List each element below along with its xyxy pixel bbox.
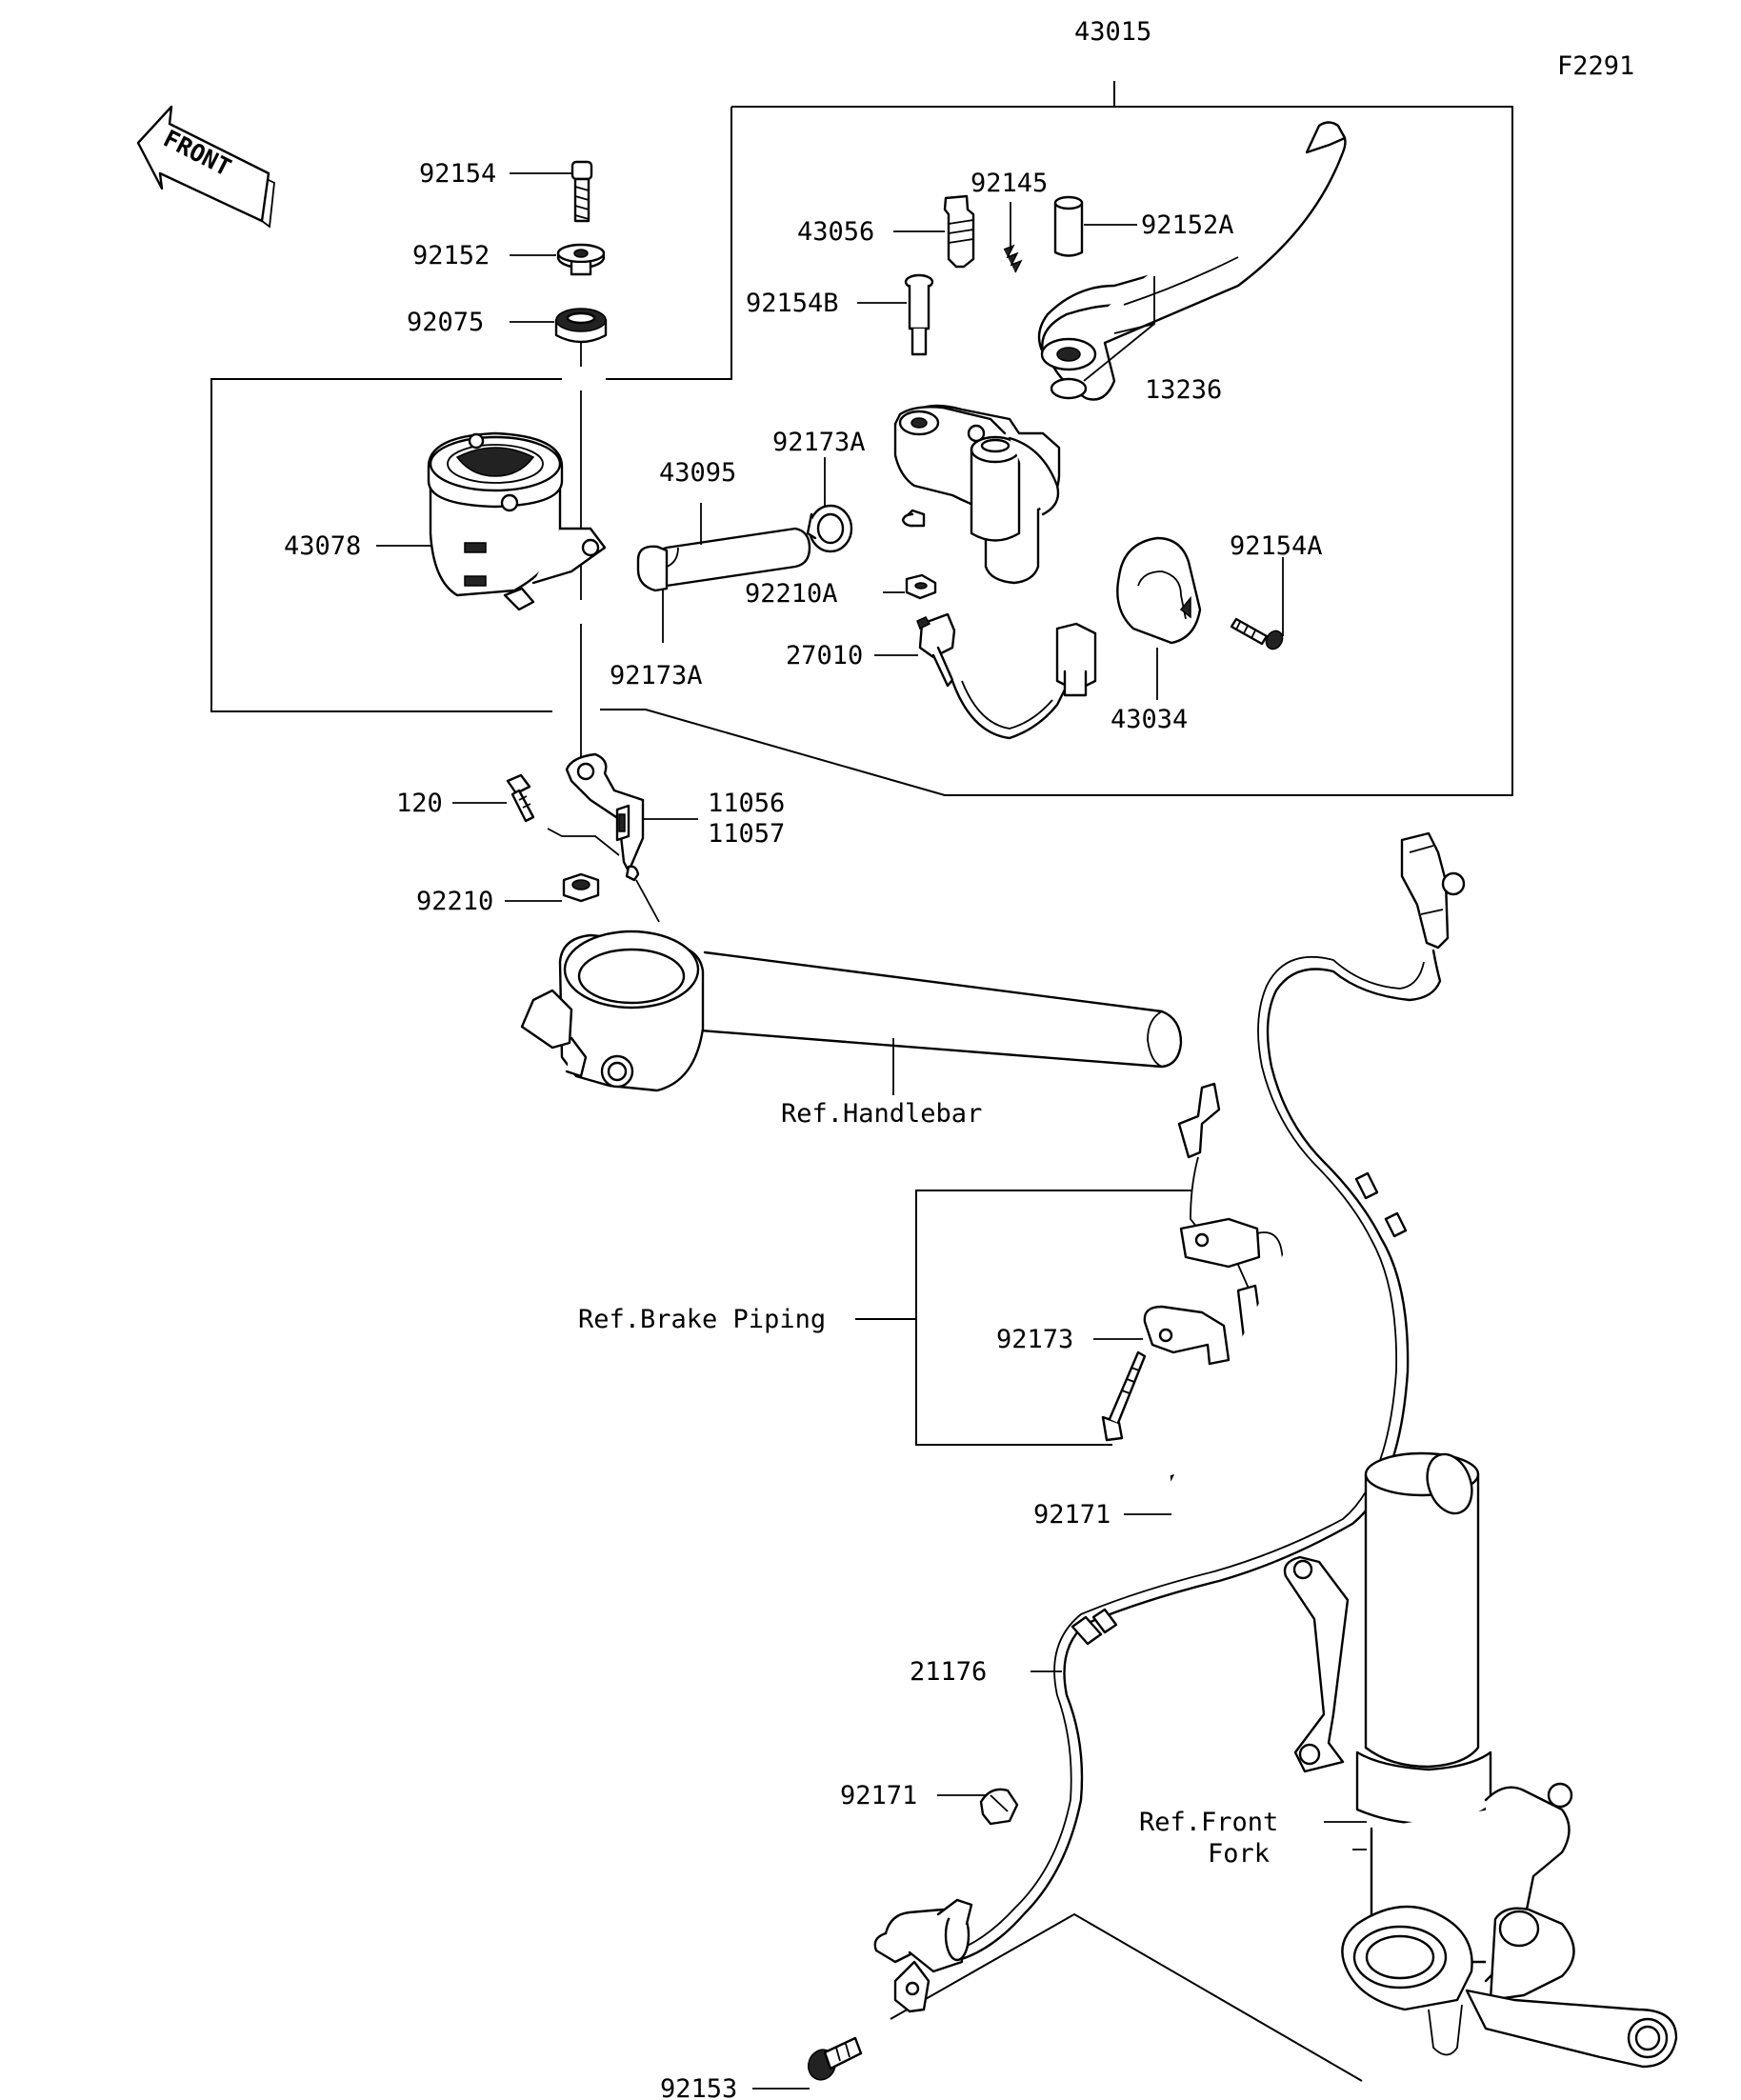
piping-screw [1101, 1350, 1147, 1442]
front-direction-arrow: FRONT [136, 105, 275, 229]
label-43078: 43078 [284, 531, 361, 561]
label-ref-handlebar: Ref.Handlebar [781, 1099, 982, 1129]
abs-sensor [873, 1898, 973, 2013]
pivot-collar [1053, 195, 1084, 257]
abs-sensor-harness [936, 831, 1466, 1964]
label-ref-front-fork-line1: Ref.Front [1139, 1808, 1278, 1837]
label-13236: 13236 [1145, 375, 1222, 405]
harness-clip-lower [979, 1788, 1019, 1826]
label-92154A: 92154A [1230, 531, 1323, 561]
hose-clip-upper [806, 504, 853, 553]
label-ref-front-fork-line2: Fork [1208, 1839, 1270, 1869]
label-27010: 27010 [786, 641, 863, 670]
label-11056: 11056 [708, 789, 785, 818]
pivot-bolt [904, 273, 934, 356]
brake-switch [916, 612, 1097, 740]
label-92171-lower: 92171 [840, 1781, 917, 1810]
master-cylinder-body [893, 404, 1061, 585]
label-92173A-lower: 92173A [610, 661, 703, 690]
label-43056: 43056 [797, 217, 874, 247]
handlebar-clamp-cap [1116, 536, 1202, 645]
sensor-bolt [808, 2036, 863, 2081]
label-92173A-upper: 92173A [772, 428, 866, 457]
label-92210: 92210 [416, 887, 493, 916]
label-92153: 92153 [660, 2074, 737, 2100]
hose-clip-lower [636, 545, 669, 592]
label-120: 120 [396, 789, 443, 818]
label-92154: 92154 [419, 159, 496, 189]
bleed-fitting [943, 194, 975, 269]
part-labels: F2291 43015 92154 92152 92075 43078 9214… [284, 17, 1634, 2100]
label-92152A: 92152A [1141, 210, 1234, 240]
reservoir-hose [653, 527, 811, 588]
bracket-to-handlebar-line [635, 879, 660, 923]
brake-pipe-clamp [1143, 1305, 1231, 1366]
small-nut [905, 573, 937, 600]
label-92145: 92145 [971, 169, 1048, 198]
front-fork [1283, 1451, 1678, 2069]
figure-id: F2291 [1557, 51, 1634, 81]
label-43015: 43015 [1074, 17, 1151, 47]
reservoir-bracket [547, 752, 645, 882]
label-11057: 11057 [708, 819, 785, 849]
label-92152: 92152 [412, 241, 490, 270]
label-43034: 43034 [1111, 705, 1188, 734]
clamp-bolt [1230, 617, 1284, 650]
label-21176: 21176 [910, 1657, 987, 1687]
reservoir-grommet [554, 308, 608, 344]
label-92210A: 92210A [745, 579, 838, 609]
label-ref-brake-piping: Ref.Brake Piping [578, 1305, 826, 1334]
handlebar-clip-on [520, 930, 1183, 1092]
bracket-bolt [506, 773, 535, 823]
adjuster-spring [1003, 244, 1023, 273]
leader-lines [376, 172, 1367, 2090]
bracket-nut [562, 872, 600, 903]
label-92171-upper: 92171 [1033, 1500, 1111, 1530]
label-43095: 43095 [659, 458, 736, 488]
reservoir-cap-screw [570, 160, 593, 223]
label-92154B: 92154B [746, 289, 839, 318]
brake-lever [1037, 121, 1347, 401]
assembly-frames [210, 81, 1513, 2082]
label-92173: 92173 [996, 1325, 1073, 1354]
reservoir-washer [556, 243, 606, 276]
fluid-reservoir [427, 431, 607, 611]
label-92075: 92075 [407, 308, 484, 337]
